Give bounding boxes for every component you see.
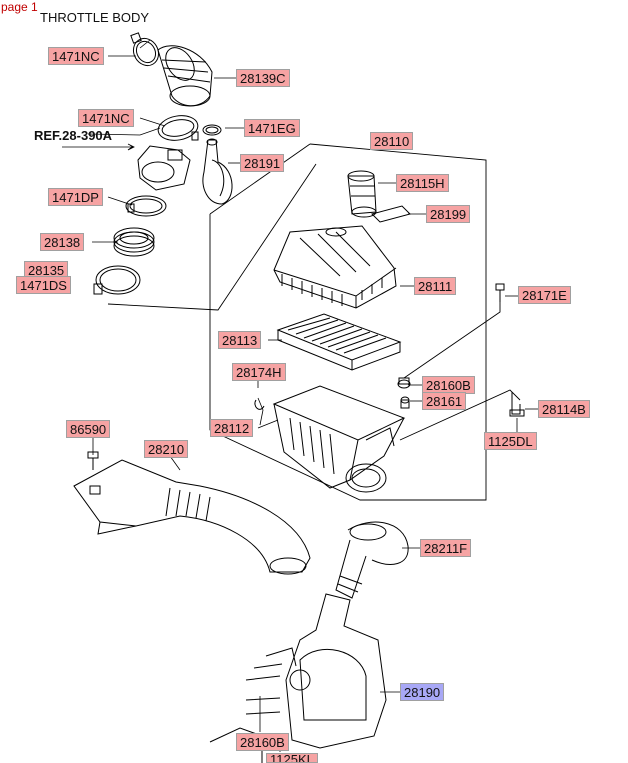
air-cleaner-cover-28111 — [273, 225, 397, 309]
part-label-1471eg[interactable]: 1471EG — [244, 119, 300, 137]
part-label-28171e[interactable]: 28171E — [518, 286, 571, 304]
part-label-1125dl[interactable]: 1125DL — [484, 432, 537, 450]
clamp-1471dp — [125, 195, 167, 217]
clamp-28135 — [93, 265, 141, 295]
part-label-28174h[interactable]: 28174H — [232, 363, 286, 381]
clamp-1471eg — [202, 124, 222, 136]
part-label-28138[interactable]: 28138 — [40, 233, 85, 251]
bushing-28161 — [400, 396, 410, 409]
resonator-hose-28211f — [335, 521, 409, 599]
ring-28138 — [113, 227, 155, 257]
clamp-1471nc-mid — [157, 115, 199, 141]
part-label-28114b[interactable]: 28114B — [538, 400, 590, 418]
part-label-1471nc-mid[interactable]: 1471NC — [78, 109, 134, 127]
clamp-1471nc-top — [130, 32, 160, 67]
hook-28174h — [254, 399, 265, 410]
part-label-28199[interactable]: 28199 — [426, 205, 471, 223]
part-label-28115h[interactable]: 28115H — [396, 174, 449, 192]
part-label-86590[interactable]: 86590 — [66, 420, 111, 438]
part-label-1471nc-top[interactable]: 1471NC — [48, 47, 104, 65]
leader-lines — [62, 39, 538, 752]
part-label-1471dp[interactable]: 1471DP — [48, 188, 103, 206]
part-label-28161[interactable]: 28161 — [422, 392, 467, 410]
bracket-28114b — [509, 392, 525, 417]
air-cleaner-body-28112 — [272, 385, 406, 493]
part-label-28190[interactable]: 28190 — [400, 683, 445, 701]
breather-tube-28191 — [202, 138, 233, 205]
bolt-86590 — [87, 451, 99, 470]
part-label-28191[interactable]: 28191 — [240, 154, 285, 172]
part-label-28112[interactable]: 28112 — [210, 419, 254, 437]
part-label-28160b-low[interactable]: 28160B — [236, 733, 289, 751]
part-label-28111[interactable]: 28111 — [414, 277, 457, 295]
air-flow-sensor — [137, 145, 191, 191]
duct-28115h — [347, 170, 377, 218]
part-label-28211f[interactable]: 28211F — [420, 539, 472, 557]
resonator-28190 — [245, 593, 387, 749]
note-throttle-body: THROTTLE BODY — [40, 10, 150, 25]
hose-28139c — [157, 45, 213, 107]
grommet-28160b — [397, 377, 411, 389]
part-label-28139c[interactable]: 28139C — [236, 69, 290, 87]
part-label-28113[interactable]: 28113 — [218, 331, 262, 349]
bolt-28171e — [495, 283, 505, 302]
part-label-28110[interactable]: 28110 — [370, 132, 414, 150]
page-tag: page 1 — [1, 0, 38, 14]
note-reference[interactable]: REF.28-390A — [34, 128, 113, 143]
part-label-1471ds[interactable]: 1471DS — [16, 276, 71, 294]
sticker-28199 — [371, 205, 411, 223]
filter-element-28113 — [276, 313, 402, 371]
intake-duct-28210 — [73, 459, 311, 575]
part-label-28210[interactable]: 28210 — [144, 440, 189, 458]
part-label-1125kl[interactable]: 1125KL — [266, 753, 318, 763]
